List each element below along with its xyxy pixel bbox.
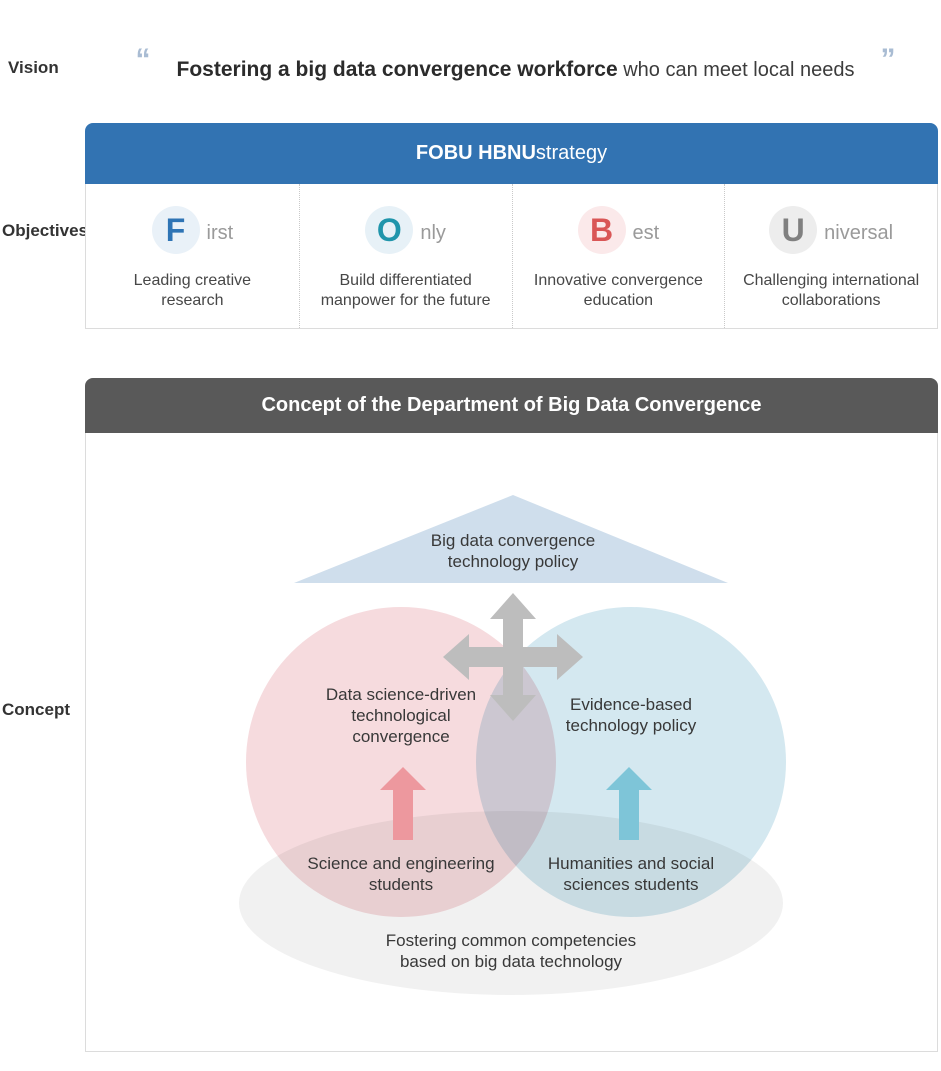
objective-best-letter-row: B est (577, 206, 660, 254)
left-circle-label-line: Data science-driven (325, 685, 477, 704)
desc-line: Leading creative (133, 272, 252, 289)
objective-only-desc: Build differentiated manpower for the fu… (321, 271, 491, 311)
vision-quote-regular: who can meet local needs (617, 59, 855, 81)
strategy-title-bold: FOBU HBNU (415, 142, 536, 164)
letter-suffix-o: nly (420, 221, 446, 244)
letter-suffix-f: irst (206, 221, 234, 244)
concept-card: Concept of the Department of Big Data Co… (85, 378, 938, 1052)
vision-label: Vision (8, 58, 59, 77)
objective-first-desc: Leading creative research (134, 271, 251, 311)
left-students-label: Science and engineering students (284, 854, 518, 896)
right-students-label: Humanities and social sciences students (526, 854, 736, 896)
right-students-line: Humanities and social (547, 854, 715, 873)
left-circle-label: Data science-driven technological conver… (301, 685, 501, 748)
desc-line: Innovative convergence (533, 272, 703, 289)
close-quote-icon: ” (880, 43, 896, 76)
objective-only: O nly Build differentiated manpower for … (298, 184, 512, 328)
desc-line: Challenging international (743, 272, 920, 289)
strategy-title-regular: strategy (535, 142, 608, 164)
vision-quote-bold: Fostering a big data convergence workfor… (176, 58, 618, 81)
pink-up-arrow-icon (380, 767, 426, 840)
common-base-ellipse (239, 811, 783, 995)
objective-best-desc: Innovative convergence education (534, 271, 703, 311)
right-circle-label: Evidence-based technology policy (536, 695, 726, 737)
letter-suffix-u: niversal (824, 221, 894, 244)
objective-best: B est Innovative convergence education (511, 184, 725, 328)
left-circle-label-line: technological (351, 705, 451, 725)
objectives-card-header: FOBU HBNU strategy (85, 123, 938, 184)
desc-line: education (583, 292, 654, 309)
concept-label: Concept (2, 700, 70, 719)
objective-universal-desc: Challenging international collaborations (743, 271, 919, 311)
base-ellipse-label: Fostering common competencies based on b… (351, 931, 671, 973)
open-quote-icon: “ (135, 43, 151, 76)
objective-universal: U niversal Challenging international col… (724, 184, 937, 328)
base-ellipse-line: Fostering common competencies (385, 931, 637, 950)
objectives-card-body: F irst Leading creative research O nly B… (85, 184, 938, 329)
left-students-line: students (368, 874, 434, 894)
right-circle-label-line: technology policy (565, 715, 697, 735)
objective-first-letter-row: F irst (151, 206, 234, 254)
desc-line: collaborations (781, 292, 881, 309)
desc-line: research (161, 292, 224, 309)
desc-line: Build differentiated (339, 272, 472, 289)
concept-card-body: Big data convergence technology policy D… (85, 433, 938, 1052)
objectives-label: Objectives (2, 221, 88, 240)
concept-card-header: Concept of the Department of Big Data Co… (85, 378, 938, 433)
right-students-line: sciences students (563, 874, 699, 894)
objectives-card: FOBU HBNU strategy F irst Leading creati… (85, 123, 938, 329)
blue-up-arrow-icon (606, 767, 652, 840)
cross-arrows-icon (443, 593, 583, 721)
desc-line: manpower for the future (320, 292, 491, 309)
objective-only-letter-row: O nly (365, 206, 446, 254)
triangle-label-line: Big data convergence (430, 531, 596, 550)
left-students-line: Science and engineering (307, 854, 495, 873)
policy-triangle (294, 495, 728, 583)
letter-circle-o: O (365, 206, 414, 254)
objective-first: F irst Leading creative research (86, 184, 299, 328)
triangle-label-line: technology policy (447, 551, 579, 571)
triangle-label: Big data convergence technology policy (403, 531, 623, 573)
vision-quote: “ Fostering a big data convergence workfo… (90, 43, 941, 84)
letter-circle-u: U (769, 206, 818, 254)
letter-circle-b: B (577, 206, 626, 254)
objective-universal-letter-row: U niversal (769, 206, 893, 254)
concept-venn-diagram (239, 495, 786, 995)
base-ellipse-line: based on big data technology (399, 951, 623, 971)
letter-circle-f: F (151, 206, 200, 254)
right-circle-label-line: Evidence-based (570, 695, 692, 714)
left-circle-label-line: convergence (352, 726, 450, 746)
letter-suffix-b: est (632, 221, 660, 244)
